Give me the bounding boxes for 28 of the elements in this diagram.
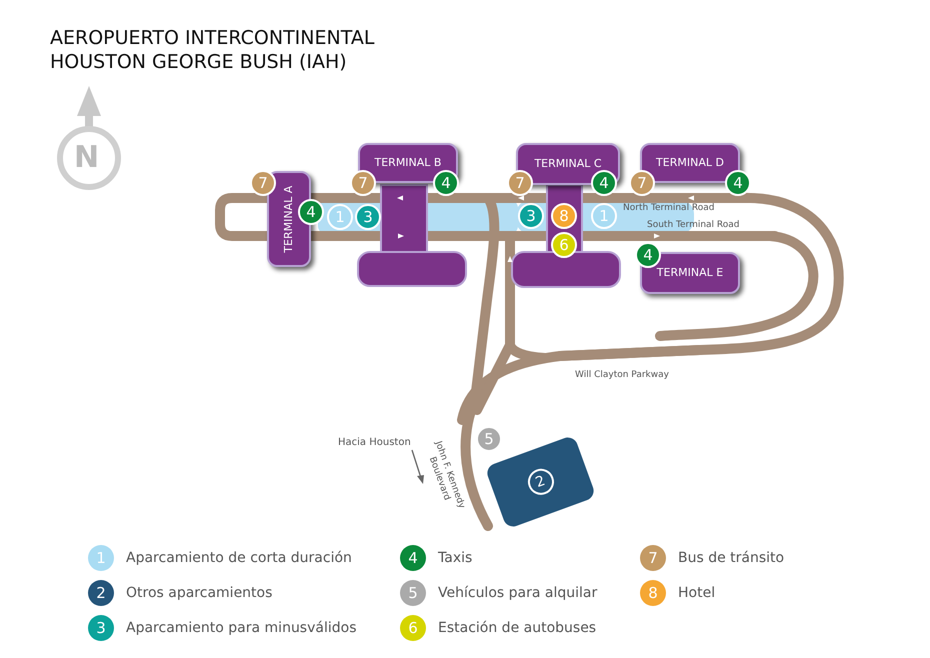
map-marker: 7: [507, 170, 533, 196]
legend-swatch: 5: [400, 580, 426, 606]
legend-label: Aparcamiento de corta duración: [126, 548, 352, 568]
road-label: South Terminal Road: [647, 220, 740, 231]
map-marker: 5: [476, 426, 502, 452]
map-marker: 4: [635, 242, 661, 268]
legend-label: Otros aparcamientos: [126, 584, 272, 602]
legend-swatch: 3: [88, 615, 114, 641]
place-label: Hacia Houston: [338, 437, 411, 449]
road-label: Will Clayton Parkway: [575, 370, 669, 381]
map-marker: 7: [629, 170, 655, 196]
map-title: AEROPUERTO INTERCONTINENTAL HOUSTON GEORGE BUSH (IAH): [50, 26, 376, 74]
legend-label: Taxis: [438, 548, 472, 568]
legend-swatch: 4: [400, 545, 426, 571]
legend-swatch: 8: [640, 580, 666, 606]
legend-label: Hotel: [678, 584, 716, 602]
map-marker: 7: [250, 170, 276, 196]
legend-label: Vehículos para alquilar: [438, 584, 598, 602]
legend-swatch: 1: [88, 545, 114, 571]
map-marker: 7: [350, 170, 376, 196]
legend-label: Estación de autobuses: [438, 618, 596, 638]
legend-swatch: 7: [640, 545, 666, 571]
north-label: N: [74, 141, 100, 175]
legend-swatch: 2: [88, 580, 114, 606]
legend-label: Aparcamiento para minusválidos: [126, 618, 356, 638]
legend-swatch: 6: [400, 615, 426, 641]
road-label: North Terminal Road: [623, 203, 715, 214]
legend-label: Bus de tránsito: [678, 548, 784, 568]
